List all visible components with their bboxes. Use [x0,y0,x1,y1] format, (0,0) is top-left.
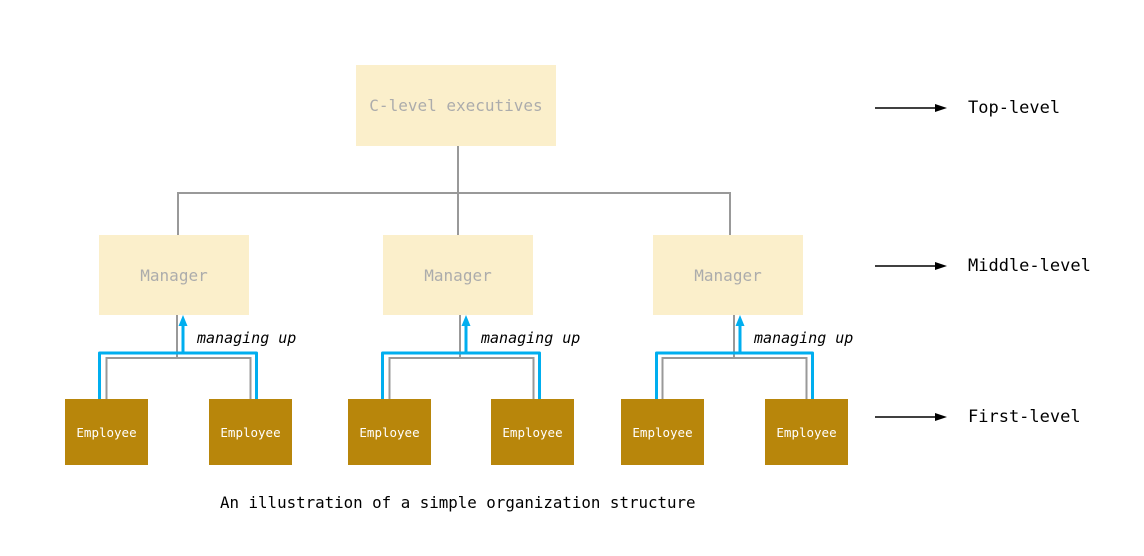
node-employee-4: Employee [491,399,574,465]
node-employee-6: Employee [765,399,848,465]
up-arrow-icon [735,315,745,326]
edge-label-managing-up-1: managing up [197,329,297,347]
managing-up-edges [98,315,814,399]
node-manager-3: Manager [653,235,803,315]
level-label-middle: Middle-level [968,256,1091,276]
diagram-caption: An illustration of a simple organization… [220,493,696,512]
level-pointer-arrows [875,104,947,421]
right-arrow-icon [935,413,947,421]
node-manager-1: Manager [99,235,249,315]
edge-label-managing-up-3: managing up [754,329,854,347]
edge-label-managing-up-2: managing up [481,329,581,347]
up-arrow-icon [461,315,471,326]
level-label-first: First-level [968,407,1081,427]
node-c-level-executives: C-level executives [356,65,556,146]
node-manager-2: Manager [383,235,533,315]
node-employee-2: Employee [209,399,292,465]
level-label-top: Top-level [968,98,1061,118]
right-arrow-icon [935,104,947,112]
up-arrow-icon [178,315,188,326]
node-employee-3: Employee [348,399,431,465]
right-arrow-icon [935,262,947,270]
tree-edges-top [177,146,731,235]
node-employee-1: Employee [65,399,148,465]
node-employee-5: Employee [621,399,704,465]
tree-edges-clusters [105,315,808,399]
